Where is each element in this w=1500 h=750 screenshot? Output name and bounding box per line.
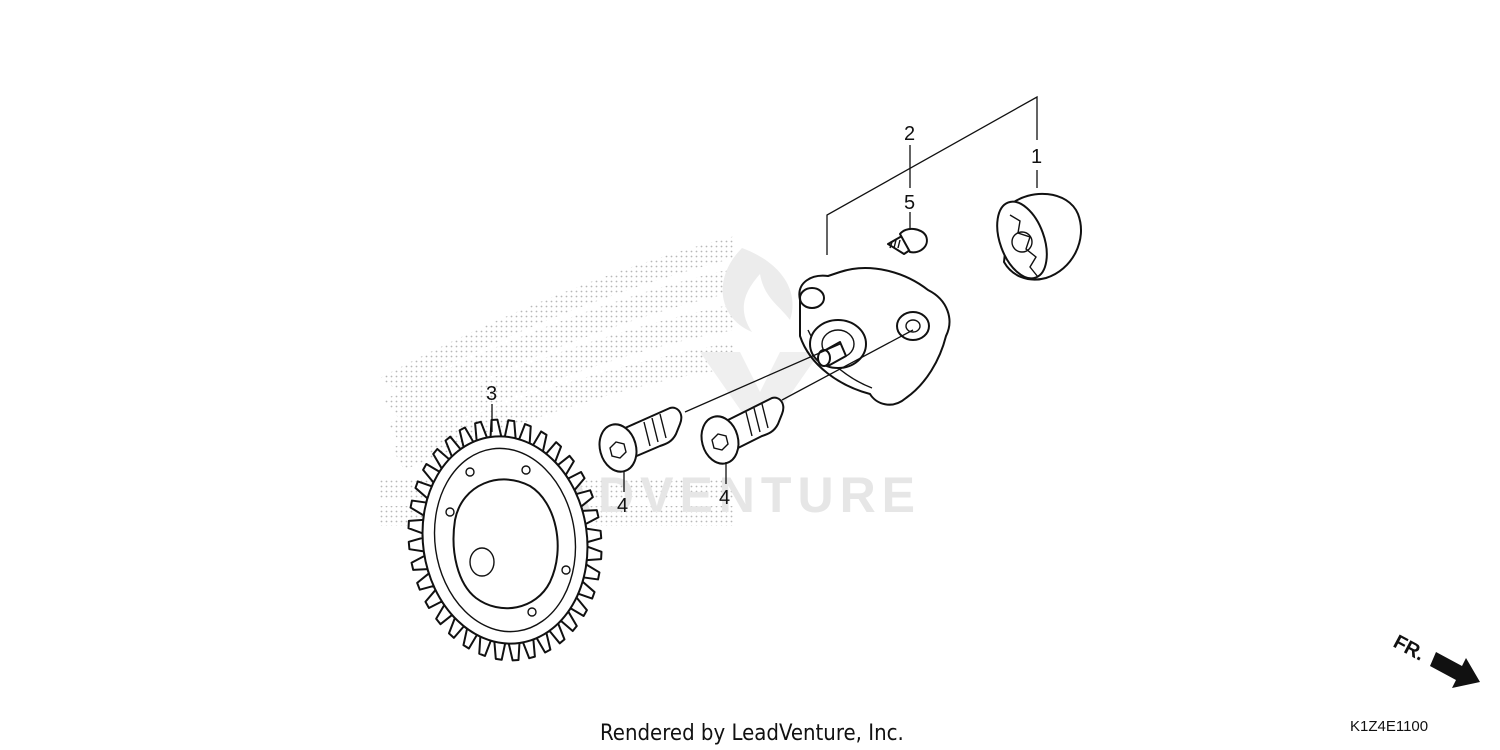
rendered-by-credit: Rendered by LeadVenture, Inc. — [600, 721, 904, 746]
flange-bolt-a — [598, 406, 683, 473]
oil-pump-driven-gear — [407, 418, 603, 662]
front-direction-label: FR. — [1390, 631, 1429, 666]
guide-line-b — [781, 329, 914, 401]
outer-rotor — [996, 192, 1083, 281]
callout-4a: 4 — [617, 495, 628, 517]
leader-bracket-1 — [826, 95, 1038, 255]
callout-2: 2 — [904, 123, 915, 145]
front-direction-marker: FR. — [1390, 631, 1480, 688]
guide-line-a — [684, 343, 841, 413]
front-arrow-icon — [1430, 652, 1480, 688]
callout-1: 1 — [1031, 146, 1042, 168]
oil-pump-body — [798, 267, 951, 406]
flange-bolt-b — [700, 396, 785, 465]
callout-4b: 4 — [719, 487, 730, 509]
diagram-code: K1Z4E1100 — [1350, 718, 1428, 735]
callout-5: 5 — [904, 192, 915, 214]
callout-3: 3 — [486, 383, 497, 405]
plug-bolt — [887, 212, 928, 255]
watermark-flame-icon — [700, 248, 820, 438]
